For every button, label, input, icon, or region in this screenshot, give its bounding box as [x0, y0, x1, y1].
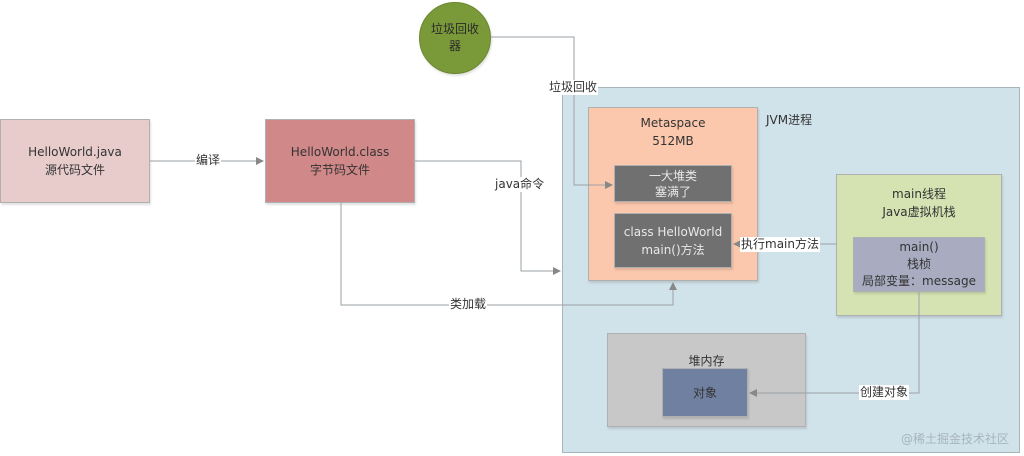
garbage-collect-label: 垃圾回收 [548, 80, 599, 95]
garbage-collect-edge [491, 36, 613, 189]
classes-full-block: 一大堆类 塞满了 [614, 165, 732, 202]
class-loading-label: 类加载 [449, 297, 488, 312]
hello-world-class-block: class HelloWorld main()方法 [614, 213, 732, 268]
class-file-box: HelloWorld.class 字节码文件 [265, 119, 415, 203]
create-object-edge [749, 292, 920, 397]
create-object-label: 创建对象 [859, 385, 910, 400]
watermark: @稀土掘金技术社区 [901, 432, 1010, 446]
class-loading-edge [340, 203, 677, 306]
source-file-box: HelloWorld.java 源代码文件 [0, 119, 150, 203]
java-command-edge [415, 160, 561, 275]
metaspace-title: Metaspace [640, 116, 706, 130]
execute-main-label: 执行main方法 [740, 237, 820, 252]
jvm-process-label: JVM进程 [766, 113, 813, 127]
garbage-collector-node: 垃圾回收 器 [419, 2, 491, 74]
object-block: 对象 [662, 368, 748, 417]
metaspace-size: 512MB [652, 134, 694, 148]
stack-frame-block: main() 栈桢 局部变量：message [853, 237, 985, 292]
java-command-label: java命令 [494, 177, 546, 192]
compile-label: 编译 [195, 153, 222, 168]
